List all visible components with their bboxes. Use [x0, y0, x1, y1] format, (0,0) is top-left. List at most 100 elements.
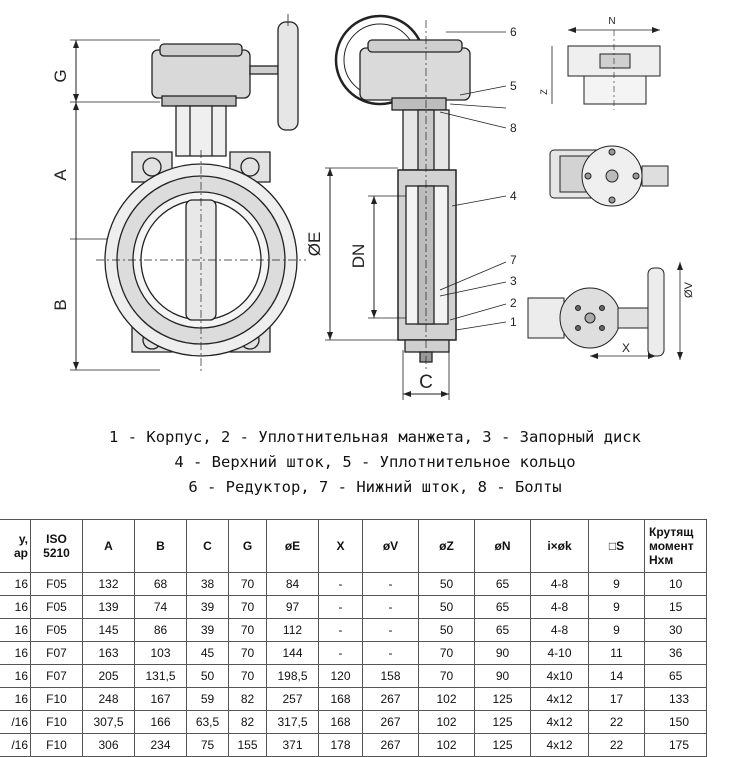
table-cell: - [362, 572, 419, 596]
callout-6: 6 [510, 25, 517, 39]
table-cell: 317,5 [266, 710, 319, 734]
table-cell: 74 [134, 595, 187, 619]
table-cell: 39 [186, 595, 229, 619]
table-cell: F10 [30, 733, 83, 757]
col-header: Крутящ момент Нхм [644, 519, 707, 573]
table-cell: 16 [0, 664, 31, 688]
table-cell: 39 [186, 618, 229, 642]
dim-x-label: X [622, 341, 630, 355]
col-header: G [228, 519, 267, 573]
table-cell: F05 [30, 572, 83, 596]
table-cell: 70 [418, 641, 475, 665]
table-cell: 4-10 [530, 641, 589, 665]
col-header: øE [266, 519, 319, 573]
table-cell: - [318, 572, 363, 596]
table-cell: 90 [474, 641, 531, 665]
table-cell: 30 [644, 618, 707, 642]
table-cell: 16 [0, 595, 31, 619]
table-cell: 306 [82, 733, 135, 757]
table-cell: 50 [418, 595, 475, 619]
table-cell: 175 [644, 733, 707, 757]
table-cell: 9 [588, 618, 645, 642]
table-cell: 9 [588, 572, 645, 596]
dim-g-label: G [51, 69, 70, 82]
table-cell: 267 [362, 687, 419, 711]
table-cell: - [318, 641, 363, 665]
front-view: G A B [51, 14, 306, 372]
table-cell: 4-8 [530, 595, 589, 619]
table-header-row: у, ар ISO 5210 A B C G øE X øV øZ øN i×ø… [0, 519, 707, 573]
dim-dn-label: DN [349, 244, 368, 269]
table-cell: 59 [186, 687, 229, 711]
table-cell: 205 [82, 664, 135, 688]
table-cell: 120 [318, 664, 363, 688]
table-cell: - [318, 595, 363, 619]
callout-2: 2 [510, 296, 517, 310]
table-cell: 131,5 [134, 664, 187, 688]
table-cell: 166 [134, 710, 187, 734]
table-cell: - [318, 618, 363, 642]
table-cell: 307,5 [82, 710, 135, 734]
table-cell: 75 [186, 733, 229, 757]
table-cell: 198,5 [266, 664, 319, 688]
col-header: у, ар [0, 519, 31, 573]
callout-4: 4 [510, 189, 517, 203]
table-cell: 16 [0, 618, 31, 642]
table-cell: - [362, 618, 419, 642]
col-header: A [82, 519, 135, 573]
table-cell: 234 [134, 733, 187, 757]
table-cell: 163 [82, 641, 135, 665]
table-cell: 125 [474, 710, 531, 734]
table-cell: 11 [588, 641, 645, 665]
table-cell: 16 [0, 687, 31, 711]
table-cell: 70 [228, 595, 267, 619]
table-cell: 86 [134, 618, 187, 642]
dim-c-label: C [419, 372, 433, 393]
table-cell: 16 [0, 641, 31, 665]
col-header: □S [588, 519, 645, 573]
dim-z-label: Z [539, 89, 549, 95]
table-cell: 267 [362, 710, 419, 734]
actuator-side-view: ØV X [527, 262, 695, 360]
col-header: i×øk [530, 519, 589, 573]
table-cell: 4x10 [530, 664, 589, 688]
table-cell: 84 [266, 572, 319, 596]
table-cell: 68 [134, 572, 187, 596]
table-cell: 63,5 [186, 710, 229, 734]
table-cell: 65 [474, 618, 531, 642]
table-cell: 145 [82, 618, 135, 642]
section-view: ØE DN C 6 5 8 4 7 3 2 1 [305, 14, 517, 400]
table-cell: /16 [0, 733, 31, 757]
table-cell: 155 [228, 733, 267, 757]
table-cell: 65 [644, 664, 707, 688]
col-header: øV [362, 519, 419, 573]
table-cell: 97 [266, 595, 319, 619]
table-cell: 15 [644, 595, 707, 619]
gearbox-top-view [549, 145, 669, 207]
specs-table: у, ар ISO 5210 A B C G øE X øV øZ øN i×ø… [0, 519, 707, 757]
col-header: øN [474, 519, 531, 573]
table-cell: 125 [474, 687, 531, 711]
table-cell: 82 [228, 687, 267, 711]
table-cell: 36 [644, 641, 707, 665]
table-cell: 17 [588, 687, 645, 711]
col-header: ISO 5210 [30, 519, 83, 573]
table-cell: 144 [266, 641, 319, 665]
table-cell: 50 [418, 618, 475, 642]
legend-line-1: 1 - Корпус, 2 - Уплотнительная манжета, … [109, 428, 641, 446]
table-cell: 70 [228, 641, 267, 665]
callout-1: 1 [510, 315, 517, 329]
table-cell: - [362, 641, 419, 665]
legend-line-2: 4 - Верхний шток, 5 - Уплотнительное кол… [174, 453, 576, 471]
table-cell: 70 [228, 664, 267, 688]
table-cell: 168 [318, 687, 363, 711]
table-cell: 132 [82, 572, 135, 596]
table-cell: 125 [474, 733, 531, 757]
table-cell: F07 [30, 664, 83, 688]
table-cell: 65 [474, 595, 531, 619]
callout-3: 3 [510, 274, 517, 288]
